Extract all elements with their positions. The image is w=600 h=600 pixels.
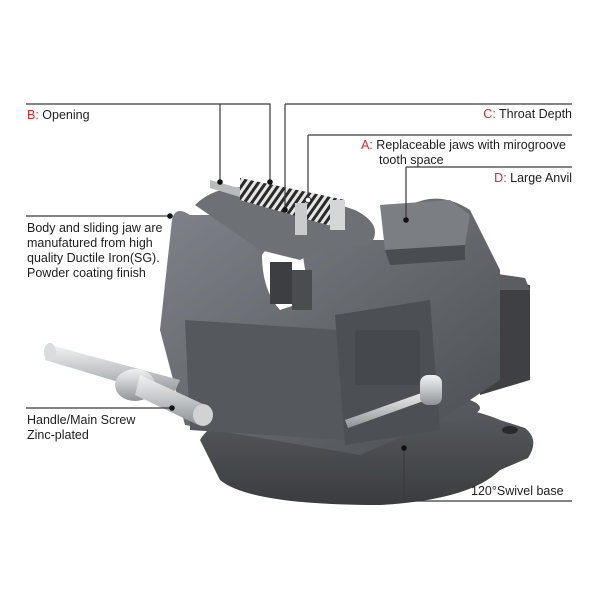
callout-replaceable-jaws: A: Replaceable jaws with mirogroove toot…	[361, 138, 566, 168]
leader-lines	[26, 103, 572, 502]
callout-key: A:	[361, 138, 373, 152]
callout-line: manufatured from high	[27, 236, 153, 250]
replaceable-jaws	[210, 178, 345, 235]
callout-line: quality Ductile Iron(SG).	[27, 251, 160, 265]
callout-line: Body and sliding jaw are	[27, 221, 163, 235]
callout-key: B:	[27, 108, 39, 122]
leader-dots	[167, 179, 409, 451]
callout-handle: Handle/Main Screw Zinc-plated	[27, 413, 187, 443]
callout-text: 120°Swivel base	[471, 484, 564, 498]
callout-large-anvil: D: Large Anvil	[494, 171, 572, 186]
callout-text: Replaceable jaws with mirogroove	[372, 138, 566, 152]
callout-swivel-base: 120°Swivel base	[471, 484, 564, 499]
callout-body-material: Body and sliding jaw are manufatured fro…	[27, 221, 187, 281]
callout-line: Handle/Main Screw	[27, 413, 136, 427]
callout-key: D:	[494, 171, 507, 185]
handle-main-screw	[44, 343, 442, 428]
callout-text: Opening	[38, 108, 90, 122]
callout-line: Zinc-plated	[27, 428, 89, 442]
callout-text: Large Anvil	[506, 171, 572, 185]
vise-body	[160, 187, 500, 456]
callout-key: C:	[483, 107, 496, 121]
callout-text-line2: tooth space	[379, 153, 444, 167]
callout-line: Powder coating finish	[27, 266, 146, 280]
callout-text: Throat Depth	[495, 107, 572, 121]
callout-throat-depth: C: Throat Depth	[483, 107, 572, 122]
callout-opening: B: Opening	[27, 108, 90, 123]
